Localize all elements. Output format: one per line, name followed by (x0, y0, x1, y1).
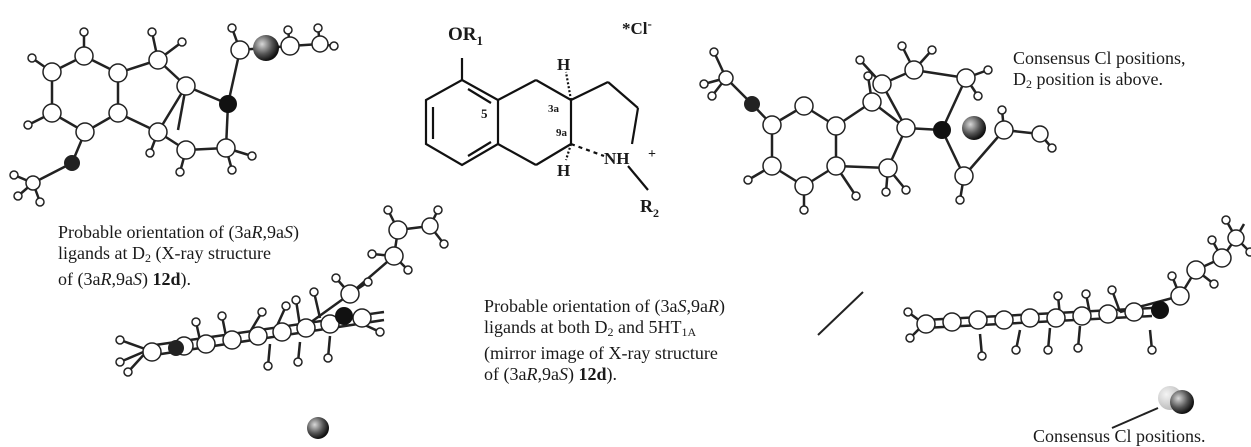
oxygen-atom (168, 340, 184, 356)
scheme-position-9a: 9a (556, 127, 568, 139)
caption-line: D2 position is above. (1013, 69, 1163, 91)
chemical-scheme (424, 58, 649, 191)
oxygen-atom (744, 96, 760, 112)
molecule-bottom-left-atoms (115, 205, 449, 377)
scheme-or-label: OR1 (448, 24, 483, 48)
chloride-ion (307, 417, 329, 439)
chloride-ion (253, 35, 279, 61)
caption-line: ligands at D2 (X-ray structure (58, 243, 271, 265)
nitrogen-atom (335, 307, 353, 325)
caption-line: of (3aR,9aS) 12d). (58, 269, 191, 289)
molecule-bottom-right-atoms (903, 215, 1251, 361)
caption-line: ligands at both D2 and 5HT1A (484, 317, 697, 339)
molecule-top-right-atoms (699, 41, 1057, 215)
scheme-nh: NH (604, 149, 630, 168)
scheme-h-bottom: H (557, 161, 570, 180)
caption-probable-orientation-left: Probable orientation of (3aR,9aS) ligand… (58, 222, 299, 290)
molecule-bottom-right (907, 219, 1251, 357)
scheme-position-3a: 3a (548, 103, 560, 115)
caption-line: of (3aR,9aS) 12d). (484, 364, 617, 384)
oxygen-atom (64, 155, 80, 171)
pointer-line-bottom (1111, 407, 1159, 429)
caption-consensus-cl-bottom: Consensus Cl positions. (1033, 426, 1206, 447)
scheme-r2: R2 (640, 196, 659, 220)
pointer-line-center (817, 291, 864, 336)
caption-line: Probable orientation of (3aR,9aS) (58, 222, 299, 242)
scheme-position-5: 5 (481, 106, 488, 121)
caption-line: Consensus Cl positions. (1033, 426, 1206, 446)
nitrogen-atom (933, 121, 951, 139)
caption-line: Probable orientation of (3aS,9aR) (484, 296, 725, 316)
caption-line: Consensus Cl positions, (1013, 48, 1186, 68)
scheme-h-top: H (557, 55, 570, 74)
nitrogen-atom (219, 95, 237, 113)
caption-line: (mirror image of X-ray structure (484, 343, 718, 363)
caption-probable-orientation-center: Probable orientation of (3aS,9aR) ligand… (484, 296, 725, 385)
scheme-nh-charge: + (648, 147, 656, 162)
caption-consensus-cl-top: Consensus Cl positions, D2 position is a… (1013, 48, 1186, 95)
chloride-ion (1170, 390, 1194, 414)
molecule-top-left-atoms (9, 23, 339, 207)
chloride-ion (962, 116, 986, 140)
nitrogen-atom (1151, 301, 1169, 319)
scheme-chloride: *Cl- (622, 16, 652, 38)
